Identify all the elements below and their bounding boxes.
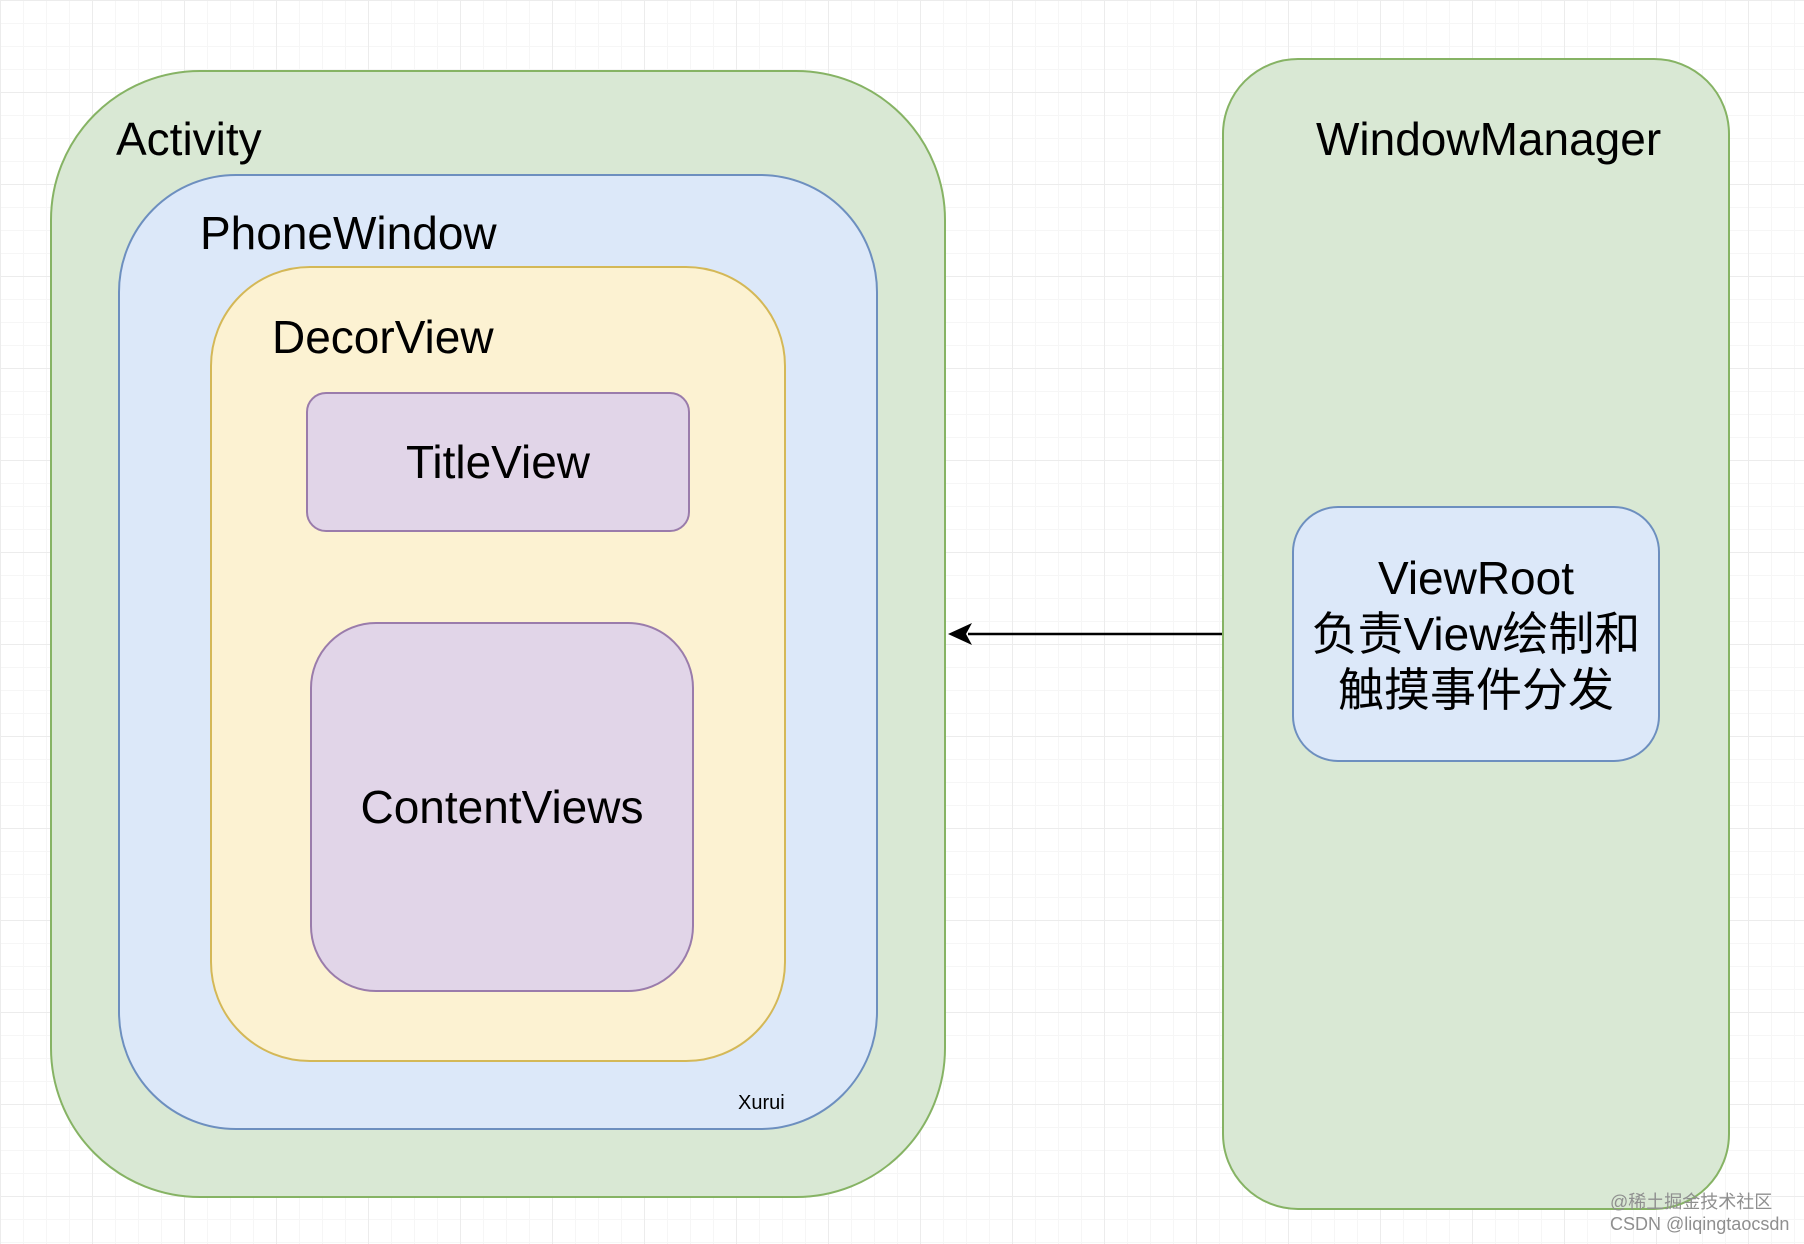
activity-label: Activity bbox=[116, 113, 262, 165]
view-root-line-1: ViewRoot bbox=[1377, 552, 1575, 604]
view-root-line-3: 触摸事件分发 bbox=[1338, 664, 1614, 716]
phone-window-footnote: Xurui bbox=[738, 1092, 785, 1114]
decor-view-label: DecorView bbox=[272, 311, 494, 363]
title-view-label: TitleView bbox=[405, 436, 591, 488]
watermark-line-2: CSDN @liqingtaocsdn bbox=[1610, 1214, 1790, 1234]
phone-window-label: PhoneWindow bbox=[200, 207, 497, 259]
view-root-text: ViewRoot 负责View绘制和 触摸事件分发 bbox=[1312, 550, 1641, 718]
view-root-box: ViewRoot 负责View绘制和 触摸事件分发 bbox=[1292, 506, 1660, 762]
window-manager-label: WindowManager bbox=[1316, 113, 1662, 165]
connector-arrowhead bbox=[948, 623, 972, 645]
content-views-box: ContentViews bbox=[310, 622, 694, 992]
view-root-line-2: 负责View绘制和 bbox=[1311, 608, 1641, 660]
title-view-box: TitleView bbox=[306, 392, 690, 532]
watermark-line-1: @稀土掘金技术社区 bbox=[1610, 1192, 1773, 1212]
content-views-label: ContentViews bbox=[360, 781, 644, 833]
